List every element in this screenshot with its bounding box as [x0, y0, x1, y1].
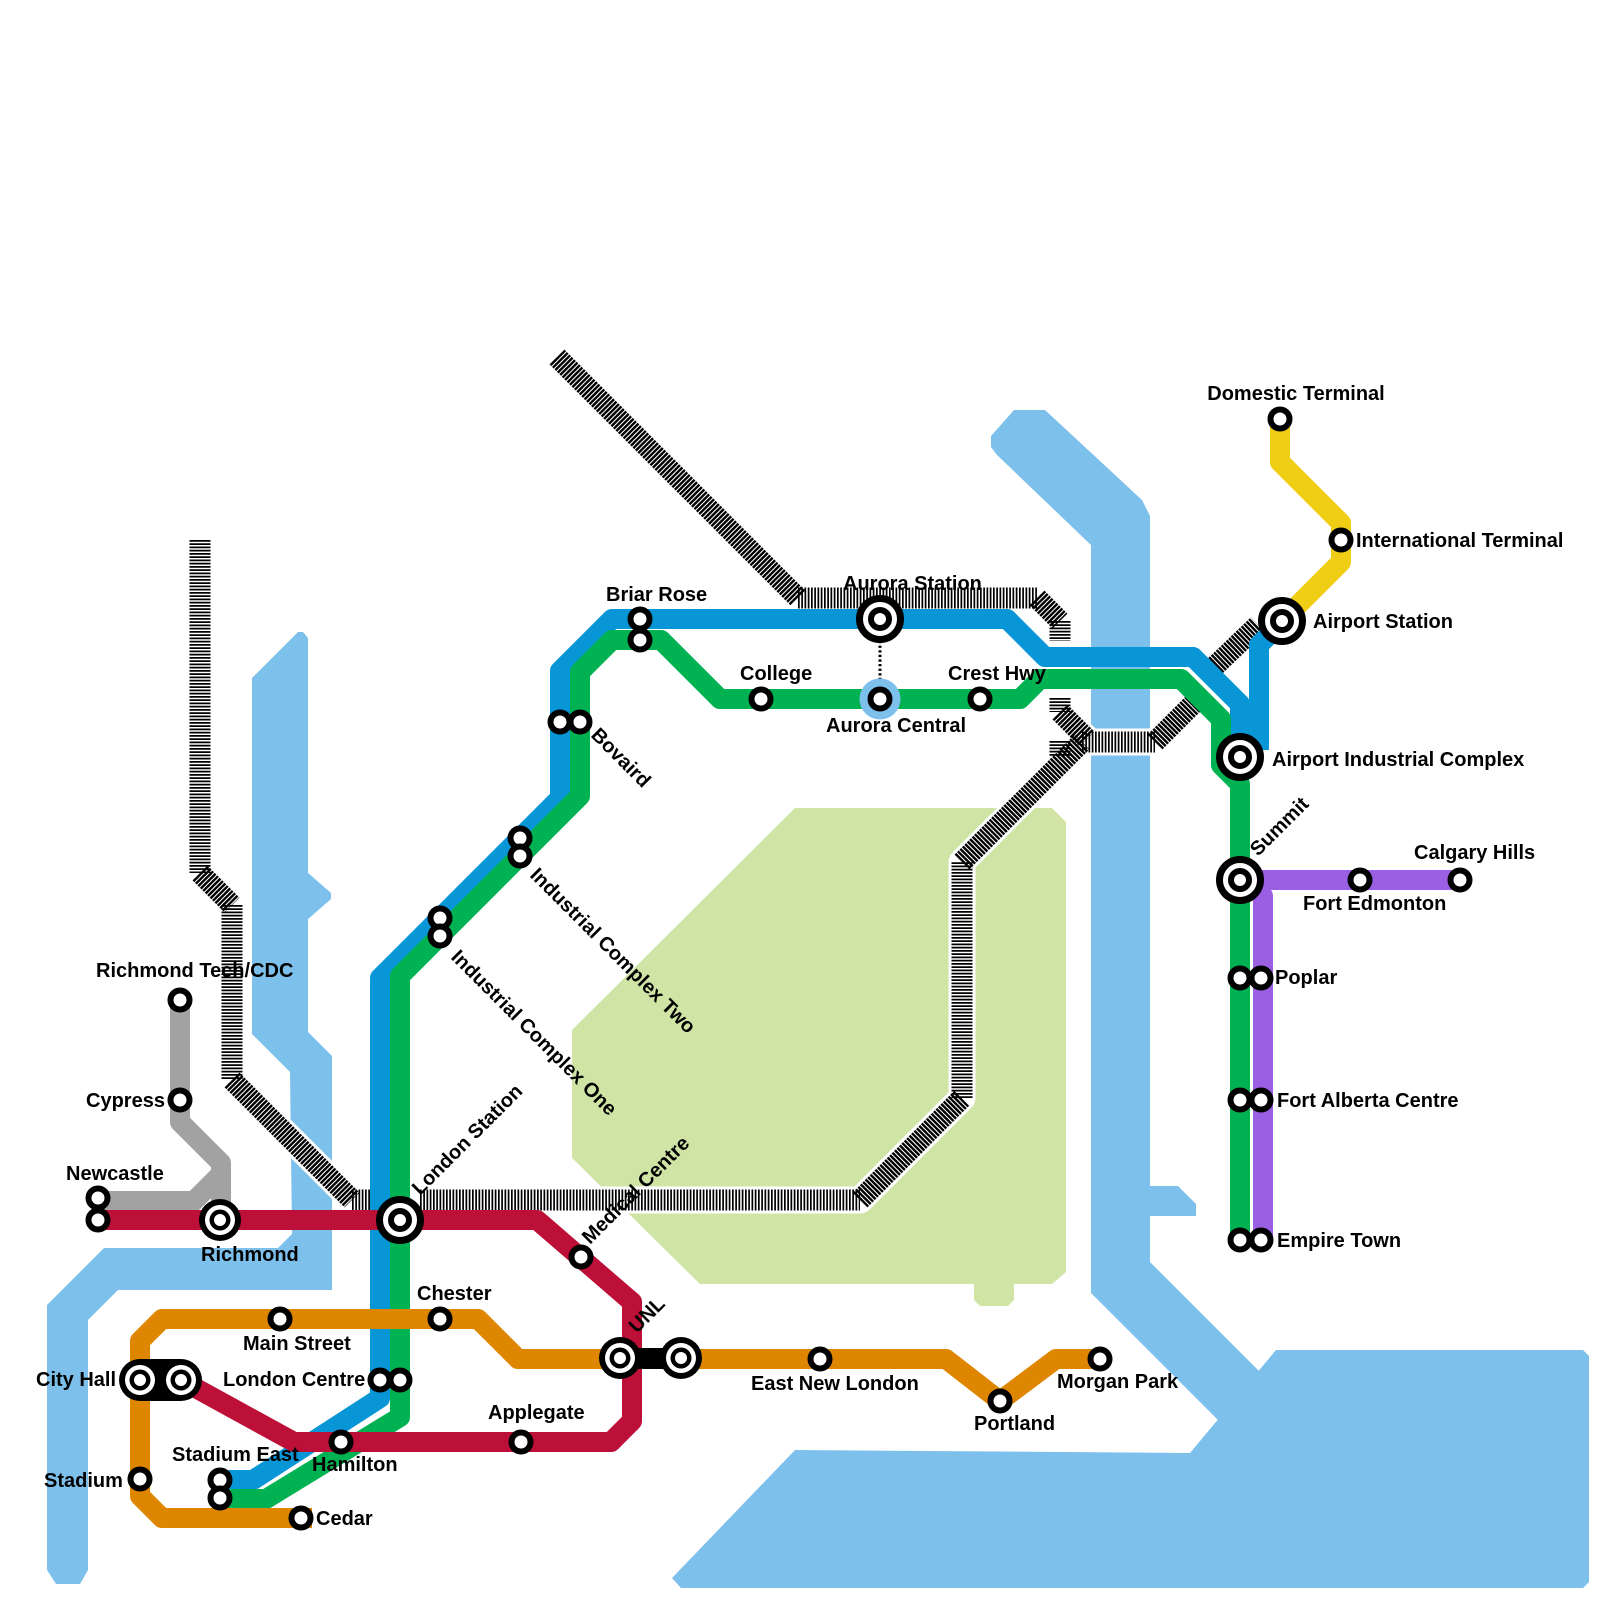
- svg-text:Main Street: Main Street: [243, 1333, 351, 1355]
- svg-text:Morgan Park: Morgan Park: [1057, 1371, 1179, 1393]
- svg-text:Stadium: Stadium: [44, 1470, 123, 1492]
- svg-text:Empire Town: Empire Town: [1277, 1230, 1401, 1252]
- svg-text:Airport Station: Airport Station: [1313, 611, 1453, 633]
- svg-text:Cedar: Cedar: [316, 1508, 373, 1530]
- svg-text:East New London: East New London: [751, 1373, 919, 1395]
- svg-text:London Centre: London Centre: [223, 1369, 365, 1391]
- svg-text:Domestic Terminal: Domestic Terminal: [1207, 383, 1384, 405]
- svg-text:City Hall: City Hall: [36, 1369, 116, 1391]
- svg-text:College: College: [740, 663, 812, 685]
- svg-text:Aurora Central: Aurora Central: [826, 715, 966, 737]
- svg-text:Applegate: Applegate: [488, 1402, 585, 1424]
- svg-text:Stadium East: Stadium East: [172, 1444, 299, 1466]
- svg-text:Richmond: Richmond: [201, 1244, 299, 1266]
- svg-text:Airport Industrial Complex: Airport Industrial Complex: [1272, 749, 1524, 771]
- svg-text:Cypress: Cypress: [86, 1090, 165, 1112]
- svg-text:Chester: Chester: [417, 1283, 492, 1305]
- svg-text:Aurora Station: Aurora Station: [843, 573, 982, 595]
- svg-text:Crest Hwy: Crest Hwy: [948, 663, 1047, 685]
- svg-text:Portland: Portland: [974, 1413, 1055, 1435]
- svg-text:Poplar: Poplar: [1275, 967, 1337, 989]
- svg-text:Briar Rose: Briar Rose: [606, 584, 707, 606]
- svg-text:Fort Alberta Centre: Fort Alberta Centre: [1277, 1090, 1459, 1112]
- svg-text:Richmond Tech/CDC: Richmond Tech/CDC: [96, 960, 293, 982]
- svg-text:Fort Edmonton: Fort Edmonton: [1303, 893, 1446, 915]
- svg-text:Newcastle: Newcastle: [66, 1163, 164, 1185]
- svg-text:Calgary Hills: Calgary Hills: [1414, 842, 1535, 864]
- svg-text:International Terminal: International Terminal: [1356, 530, 1563, 552]
- svg-text:Hamilton: Hamilton: [312, 1454, 398, 1476]
